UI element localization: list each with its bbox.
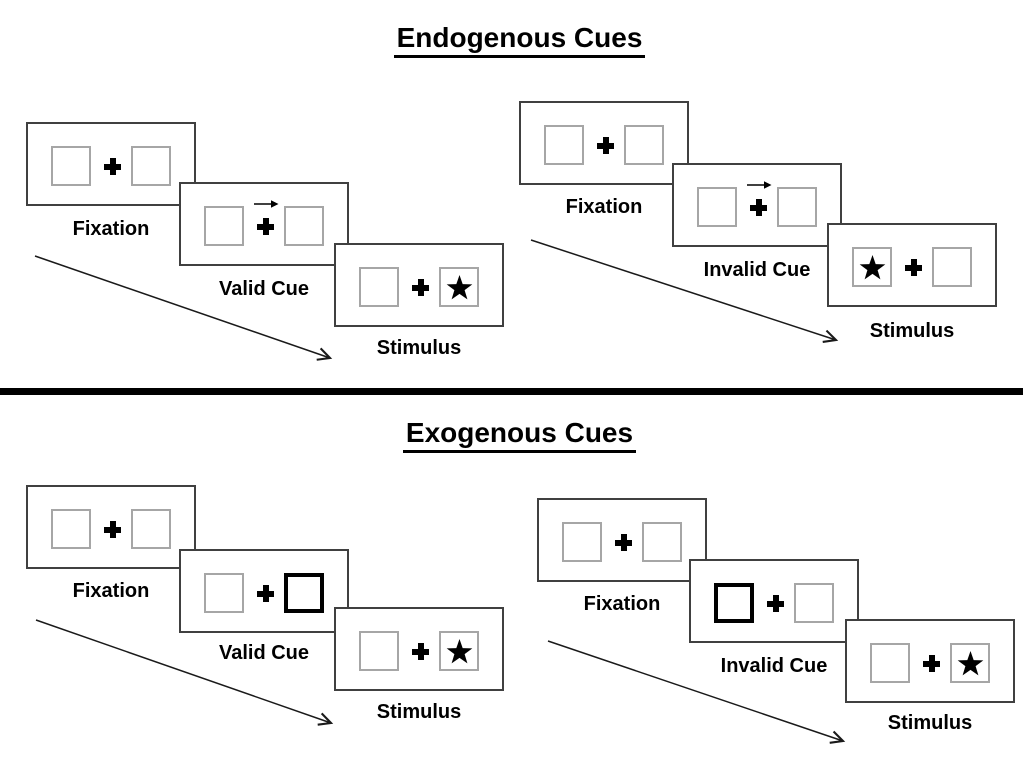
right-box (624, 125, 664, 165)
cue-panel (179, 549, 349, 633)
right-box (439, 631, 479, 671)
left-box (562, 522, 602, 562)
cue-panel (179, 182, 349, 266)
stimulus-panel-label: Stimulus (869, 320, 955, 342)
fixation-panel (519, 101, 689, 185)
cue-panel-label: Invalid Cue (703, 259, 811, 281)
left-box (204, 206, 244, 246)
fixation-panel-label: Fixation (72, 580, 150, 602)
timeline-arrow (34, 255, 333, 361)
left-box (697, 187, 737, 227)
cue-panel-label: Invalid Cue (720, 655, 828, 677)
fixation-panel (537, 498, 707, 582)
fixation-cross-icon (905, 259, 922, 276)
fixation-cross-icon (597, 137, 614, 154)
stimulus-panel (334, 243, 504, 327)
timeline-arrow (547, 640, 846, 744)
fixation-panel (26, 122, 196, 206)
left-box (852, 247, 892, 287)
right-box (794, 583, 834, 623)
left-box (51, 146, 91, 186)
left-box (870, 643, 910, 683)
cue-panel (672, 163, 842, 247)
star-icon (957, 650, 983, 675)
left-box (359, 631, 399, 671)
cue-arrow-right-icon (747, 181, 772, 189)
right-box (950, 643, 990, 683)
fixation-cross-icon (615, 534, 632, 551)
fixation-cross-icon (257, 585, 274, 602)
stimulus-panel (827, 223, 997, 307)
fixation-cross-icon (257, 218, 274, 235)
fixation-cross-icon (750, 199, 767, 216)
timeline-arrow (35, 619, 334, 726)
exogenous-section-title: Exogenous Cues (8, 417, 1023, 454)
fixation-panel-label: Fixation (72, 218, 150, 240)
cue-panel-label: Valid Cue (218, 642, 310, 664)
right-box (642, 522, 682, 562)
fixation-cross-icon (412, 279, 429, 296)
star-icon (859, 254, 885, 279)
stimulus-panel-label: Stimulus (376, 701, 462, 723)
stimulus-panel (334, 607, 504, 691)
left-box (544, 125, 584, 165)
fixation-cross-icon (923, 655, 940, 672)
endogenous-section-title: Endogenous Cues (8, 22, 1023, 59)
left-box (204, 573, 244, 613)
right-box (932, 247, 972, 287)
cue-panel-label: Valid Cue (218, 278, 310, 300)
fixation-panel (26, 485, 196, 569)
cue-panel (689, 559, 859, 643)
cue-arrow-right-icon (254, 200, 279, 208)
star-icon (446, 274, 472, 299)
fixation-cross-icon (104, 521, 121, 538)
right-box (439, 267, 479, 307)
fixation-panel-label: Fixation (565, 196, 643, 218)
right-box (131, 509, 171, 549)
fixation-cross-icon (412, 643, 429, 660)
cue-highlight-box (714, 583, 754, 623)
right-box (131, 146, 171, 186)
fixation-panel-label: Fixation (583, 593, 661, 615)
stimulus-panel (845, 619, 1015, 703)
left-box (51, 509, 91, 549)
cue-highlight-box (284, 573, 324, 613)
section-divider (0, 388, 1023, 395)
timeline-arrow (530, 239, 839, 344)
right-box (284, 206, 324, 246)
left-box (359, 267, 399, 307)
star-icon (446, 638, 472, 663)
stimulus-panel-label: Stimulus (376, 337, 462, 359)
fixation-cross-icon (767, 595, 784, 612)
stimulus-panel-label: Stimulus (887, 712, 973, 734)
fixation-cross-icon (104, 158, 121, 175)
right-box (777, 187, 817, 227)
